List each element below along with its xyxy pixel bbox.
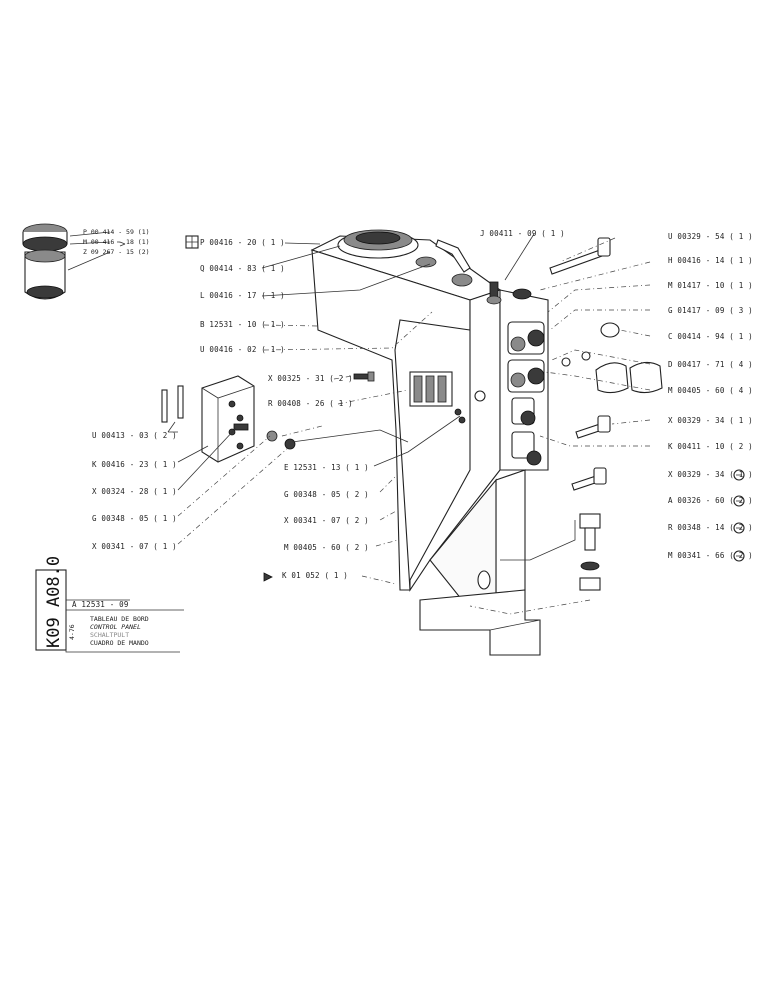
callout-p00414-59: P 00 414 - 59 (1) — [83, 228, 150, 236]
callout-l00416-17: L 00416 - 17 ( 1 ) — [200, 291, 285, 300]
callout-u00413-03: U 00413 - 03 ( 2 ) — [92, 431, 177, 440]
pointer-arrow-icon — [263, 572, 273, 582]
callout-x00341-07a: X 00341 - 07 ( 1 ) — [92, 542, 177, 551]
title-german: SCHALTPULT — [90, 631, 129, 639]
title-spanish: CUADRO DE MANDO — [90, 639, 149, 647]
callout-k01052: K 01 052 ( 1 ) — [282, 571, 348, 580]
callout-u00416-02: U 00416 - 02 ( 1 ) — [200, 345, 285, 354]
callout-h00416-14: H 00416 - 14 ( 1 ) — [668, 256, 753, 265]
title-english: CONTROL PANEL — [90, 623, 141, 631]
callout-m00405-60a: M 00405 - 60 ( 4 ) — [668, 386, 753, 395]
callout-m00416-18: M 00 416 - 18 (1) — [83, 238, 150, 246]
callout-x00329-34b: X 00329 - 34 ( 1 ) — [668, 470, 753, 479]
leader-lines — [67, 231, 651, 615]
title-block: K09 A08.0 4-76 A 12531 - 09 TABLEAU DE B… — [35, 556, 184, 653]
callout-d00417-71: D 00417 - 71 ( 4 ) — [668, 360, 753, 369]
top-switch — [486, 281, 532, 305]
minus-circle-icons — [733, 469, 745, 562]
sheet-code: K09 A08.0 — [44, 556, 64, 648]
callout-k00416-23: K 00416 - 23 ( 1 ) — [92, 460, 177, 469]
callout-m00405-60b: M 00405 - 60 ( 2 ) — [284, 543, 369, 552]
callout-r00348-14: R 00348 - 14 ( 2 ) — [668, 523, 753, 532]
callout-u00329-54: U 00329 - 54 ( 1 ) — [668, 232, 753, 241]
callout-j00411-09: J 00411 - 09 ( 1 ) — [480, 229, 565, 238]
callout-z09267-15: Z 09 267 - 15 (2) — [83, 248, 150, 256]
callout-x00324-28: X 00324 - 28 ( 1 ) — [92, 487, 177, 496]
callout-q00414-83: Q 00414 - 83 ( 1 ) — [200, 264, 285, 273]
terminal-box — [161, 375, 296, 463]
fuse-block — [409, 371, 486, 424]
callout-b12531-10: B 12531 - 10 ( 1 ) — [200, 320, 285, 329]
callout-x00325-31: X 00325 - 31 ( 2 ) — [268, 374, 353, 383]
callout-c00414-94: C 00414 - 94 ( 1 ) — [668, 332, 753, 341]
loose-parts-right — [549, 237, 663, 591]
title-french: TABLEAU DE BORD — [90, 615, 149, 623]
drawing-number: A 12531 - 09 — [72, 600, 129, 609]
callout-x00341-07b: X 00341 - 07 ( 2 ) — [284, 516, 369, 525]
jar-assembly — [22, 223, 68, 300]
callout-x00329-34a: X 00329 - 34 ( 1 ) — [668, 416, 753, 425]
callout-k00411-10: K 00411 - 10 ( 2 ) — [668, 442, 753, 451]
side-push-buttons — [507, 321, 545, 466]
callout-e12531-13: E 12531 - 13 ( 1 ) — [284, 463, 369, 472]
callout-m01417-10: M 01417 - 10 ( 1 ) — [668, 281, 753, 290]
callout-g00348-05a: G 00348 - 05 ( 1 ) — [92, 514, 177, 523]
callout-labels: P 00 414 - 59 (1) M 00 416 - 18 (1) Z 09… — [83, 228, 753, 580]
revision-date: 4-76 — [68, 624, 76, 640]
callout-a00326-60: A 00326 - 60 ( 2 ) — [668, 496, 753, 505]
callout-g00348-05b: G 00348 - 05 ( 2 ) — [284, 490, 369, 499]
callout-p00416-20: P 00416 - 20 ( 1 ) — [200, 238, 285, 247]
callout-r00408-26: R 00408 - 26 ( 1 ) — [268, 399, 353, 408]
callout-m00341-66: M 00341 - 66 ( 2 ) — [668, 551, 753, 560]
dial-assembly — [337, 229, 473, 287]
screw-x00325 — [353, 371, 375, 382]
callout-g01417-09: G 01417 - 09 ( 3 ) — [668, 306, 753, 315]
